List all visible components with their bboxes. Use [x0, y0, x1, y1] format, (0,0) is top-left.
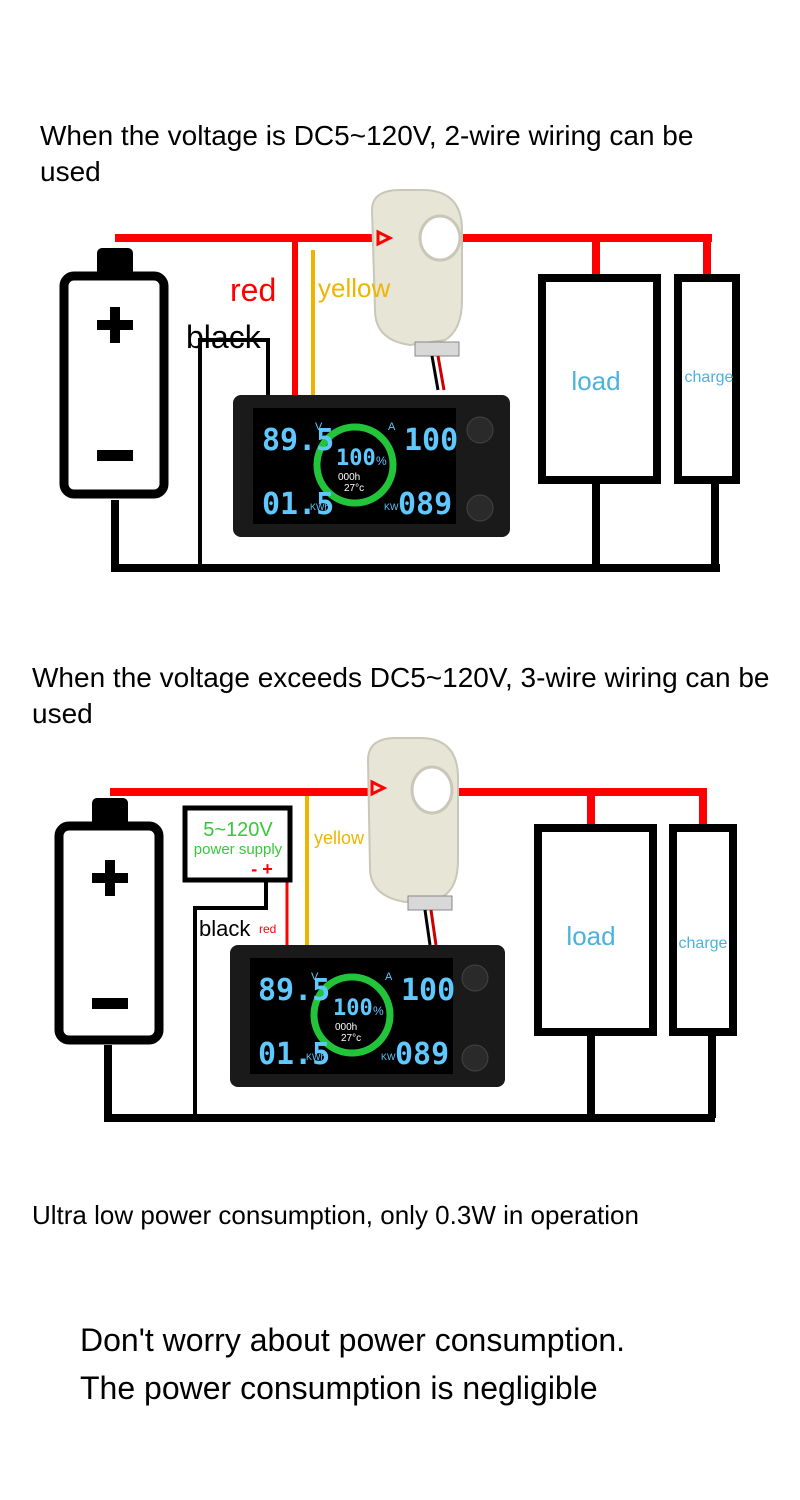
charge-label: charge — [679, 935, 728, 952]
percent-unit: % — [373, 1004, 384, 1018]
battery-icon — [59, 248, 169, 499]
meter-button-bottom — [466, 494, 494, 522]
black-wire — [193, 880, 268, 1118]
black-wire-label: black — [199, 916, 251, 941]
wiring-diagram-3wire: 5~120V power supply - + load charge yell… — [54, 737, 737, 1122]
load-label: load — [566, 921, 615, 951]
ground-wire-main — [111, 500, 720, 572]
tagline-line1: Don't worry about power consumption. — [80, 1322, 626, 1358]
energy-reading: 01.5 — [262, 487, 334, 522]
voltage-unit: V — [315, 421, 323, 433]
meter-display-icon: 89.5 V A 100 100 % 000h 27°c 01.5 KWh KW… — [230, 945, 505, 1087]
voltage-reading: 89.5 — [262, 423, 334, 458]
red-wire-label: red — [230, 272, 276, 308]
yellow-wire-label: yellow — [314, 828, 365, 848]
percent-unit: % — [376, 454, 387, 468]
voltage-unit: V — [311, 971, 319, 983]
load-box — [538, 274, 661, 484]
hours-reading: 000h — [335, 1022, 357, 1033]
meter-display-icon: 89.5 V A 100 100 % 000h 27°c 01.5 KWh KW… — [233, 395, 510, 537]
charge-box — [674, 274, 740, 484]
diagram1-heading: When the voltage is DC5~120V, 2-wire wir… — [40, 120, 694, 187]
power-reading: 089 — [395, 1037, 449, 1072]
load-box — [534, 824, 657, 1036]
power-consumption-note: Ultra low power consumption, only 0.3W i… — [32, 1200, 639, 1230]
hours-reading: 000h — [338, 472, 360, 483]
power-reading: 089 — [398, 487, 452, 522]
soc-ring — [310, 973, 394, 1057]
energy-reading: 01.5 — [258, 1037, 330, 1072]
percent-reading: 100 — [336, 446, 376, 471]
tagline-line2: The power consumption is negligible — [80, 1370, 598, 1406]
minus-icon — [97, 450, 133, 461]
plus-icon — [92, 860, 128, 896]
supply-text-label: power supply — [194, 841, 283, 858]
black-wire — [198, 338, 270, 568]
current-unit: A — [388, 421, 396, 433]
hall-sensor-icon — [366, 737, 459, 946]
soc-ring — [313, 423, 397, 507]
charge-box — [669, 824, 737, 1036]
percent-reading: 100 — [333, 996, 373, 1021]
ground-wire-main — [104, 1045, 715, 1122]
voltage-reading: 89.5 — [258, 973, 330, 1008]
power-unit: KW — [381, 1052, 396, 1062]
minus-icon — [92, 998, 128, 1009]
wiring-diagram-2wire: load charge red yellow black 89.5 V A 10… — [59, 189, 740, 572]
diagram2-heading: When the voltage exceeds DC5~120V, 3-wir… — [32, 662, 770, 729]
current-reading: 100 — [404, 423, 458, 458]
plus-icon — [97, 307, 133, 343]
energy-unit: KWh — [306, 1052, 326, 1062]
supply-voltage-label: 5~120V — [203, 819, 273, 841]
meter-button-bottom — [461, 1044, 489, 1072]
yellow-wire-label: yellow — [318, 273, 390, 303]
battery-icon — [54, 798, 164, 1045]
hall-sensor-icon — [370, 189, 463, 391]
red-wire-label: red — [259, 922, 276, 936]
meter-button-top — [466, 416, 494, 444]
temp-reading: 27°c — [344, 483, 364, 494]
supply-polarity-label: - + — [251, 859, 273, 879]
power-unit: KW — [384, 502, 399, 512]
current-unit: A — [385, 971, 393, 983]
black-wire-label: black — [186, 319, 262, 355]
load-label: load — [571, 366, 620, 396]
power-supply-box — [182, 805, 293, 883]
current-reading: 100 — [401, 973, 455, 1008]
charge-label: charge — [685, 369, 734, 386]
meter-button-top — [461, 964, 489, 992]
temp-reading: 27°c — [341, 1033, 361, 1044]
tagline: Don't worry about power consumption. The… — [80, 1316, 780, 1412]
energy-unit: KWh — [310, 502, 330, 512]
